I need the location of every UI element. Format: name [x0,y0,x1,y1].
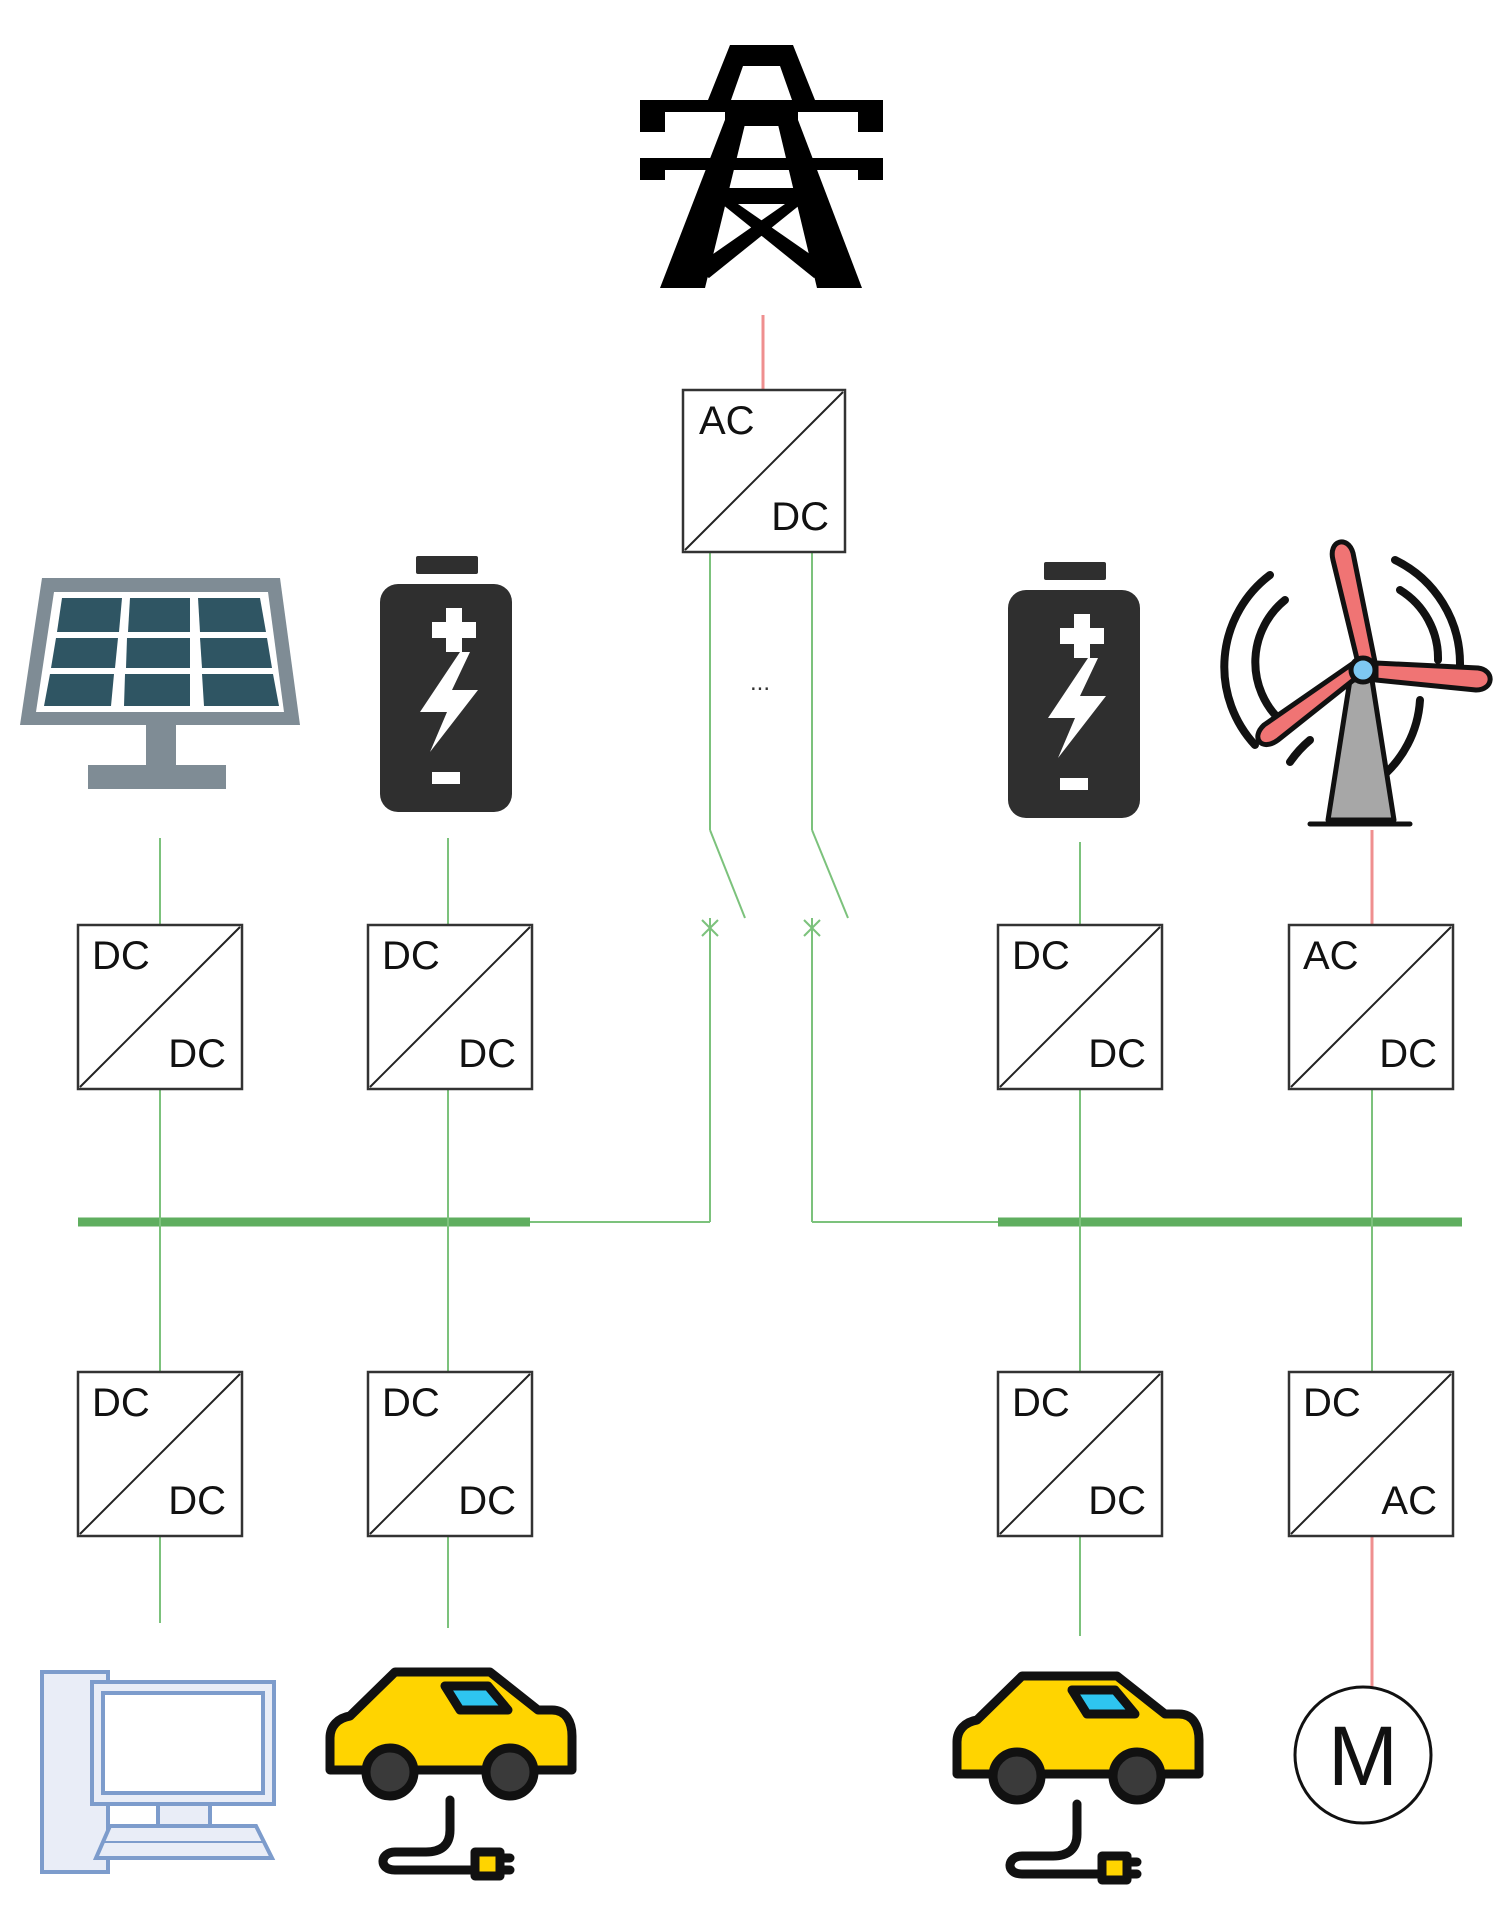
converter-grid-top-label: AC [699,399,755,443]
converter-pv[interactable]: DC DC [76,923,244,1091]
ellipsis-more-feeders: ... [750,669,770,696]
switch-left-mark-b [701,919,719,937]
converter-battery-left-bottom-label: DC [458,1032,516,1076]
converter-ev-right[interactable]: DC DC [996,1370,1164,1538]
converter-battery-left-top-label: DC [382,934,440,978]
converter-computer[interactable]: DC DC [76,1370,244,1538]
electric-car-icon [325,1667,577,1881]
converter-computer-top-label: DC [92,1381,150,1425]
converter-ev-left[interactable]: DC DC [366,1370,534,1538]
converter-motor-bottom-label: AC [1381,1479,1437,1523]
motor-label: M [1328,1709,1398,1803]
converter-battery-left[interactable]: DC DC [366,923,534,1091]
battery-icon [1008,562,1140,818]
converter-battery-right[interactable]: DC DC [996,923,1164,1091]
converter-pv-top-label: DC [92,934,150,978]
converter-pv-bottom-label: DC [168,1032,226,1076]
switch-right-mark-b [803,919,821,937]
converter-motor[interactable]: DC AC [1287,1370,1455,1538]
wind-turbine-icon [1220,539,1493,827]
converter-battery-right-bottom-label: DC [1088,1032,1146,1076]
solar-panel-icon [20,578,300,789]
converter-ev-right-bottom-label: DC [1088,1479,1146,1523]
converter-wind-top-label: AC [1303,934,1359,978]
converter-computer-bottom-label: DC [168,1479,226,1523]
battery-icon [380,556,512,812]
converter-motor-top-label: DC [1303,1381,1361,1425]
transmission-tower-icon [640,45,883,288]
converter-wind[interactable]: AC DC [1287,923,1455,1091]
electric-car-icon [952,1671,1204,1885]
switch-right-blade [811,829,849,919]
converter-ev-left-bottom-label: DC [458,1479,516,1523]
converter-ev-left-top-label: DC [382,1381,440,1425]
converter-ev-right-top-label: DC [1012,1381,1070,1425]
converter-battery-right-top-label: DC [1012,934,1070,978]
converter-grid[interactable]: AC DC [681,388,847,554]
switch-left-blade [709,829,746,919]
converter-wind-bottom-label: DC [1379,1032,1437,1076]
desktop-computer-icon [40,1670,276,1874]
motor-icon: M [1293,1685,1433,1825]
converter-grid-bottom-label: DC [771,495,829,539]
